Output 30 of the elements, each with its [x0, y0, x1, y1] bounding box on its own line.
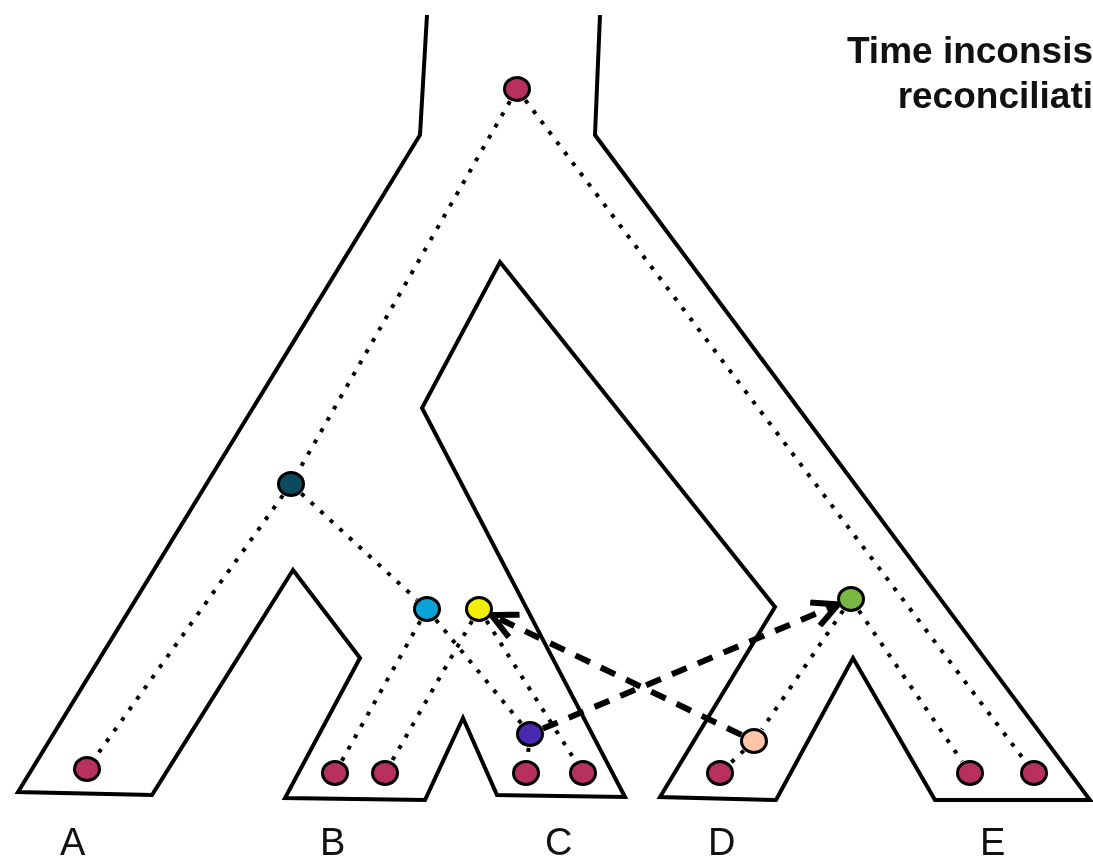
gene-node-circle: [73, 756, 101, 782]
gene-node-circle: [956, 760, 984, 786]
gene-node-circle: [413, 596, 441, 622]
species-label: C: [545, 822, 573, 858]
gene-node-circle: [512, 760, 540, 786]
species-label: E: [980, 822, 1006, 858]
dashed-arrow: [541, 599, 842, 732]
gene-node-circle: [740, 728, 768, 754]
species-label: B: [320, 822, 346, 858]
gene-node-circle: [371, 760, 399, 786]
gene-node-circle: [503, 76, 531, 102]
gene-node-circle: [1020, 760, 1048, 786]
dotted-line: [760, 609, 845, 731]
gene-node-circle: [277, 471, 305, 497]
species-label: A: [60, 822, 86, 858]
dotted-line: [299, 492, 419, 601]
gene-node-circle: [465, 596, 493, 622]
gene-node-circle: [569, 760, 597, 786]
gene-node-circle: [706, 760, 734, 786]
dotted-line: [434, 618, 523, 725]
dotted-line: [857, 609, 964, 763]
species-label: D: [708, 822, 736, 858]
dotted-line: [390, 620, 474, 762]
dotted-line: [728, 749, 746, 765]
gene-node-circle: [321, 760, 349, 786]
dashed-arrow: [488, 611, 743, 738]
gene-node-circle: [837, 586, 865, 612]
gene-node-circle: [516, 721, 544, 747]
dotted-line: [340, 620, 422, 762]
title: Time inconsis reconciliati: [845, 29, 1093, 118]
